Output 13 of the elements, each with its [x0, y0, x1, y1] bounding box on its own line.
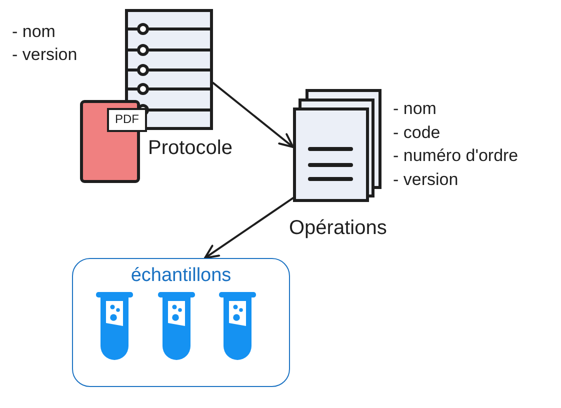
attribute-item: - code	[393, 122, 440, 142]
attribute-item: - nom	[393, 99, 436, 119]
attribute-item: - version	[393, 170, 458, 190]
panel-title: échantillons	[130, 264, 232, 288]
node-label: Opérations	[289, 216, 387, 240]
attribute-item: - numéro d'ordre	[393, 146, 518, 166]
arrow	[204, 197, 294, 259]
file-type-tag: PDF	[107, 108, 147, 132]
attribute-item: - nom	[12, 22, 56, 42]
arrow	[212, 82, 294, 148]
sample-panel	[72, 258, 290, 387]
attribute-item: - version	[12, 45, 78, 65]
node-label: Protocole	[148, 136, 232, 160]
